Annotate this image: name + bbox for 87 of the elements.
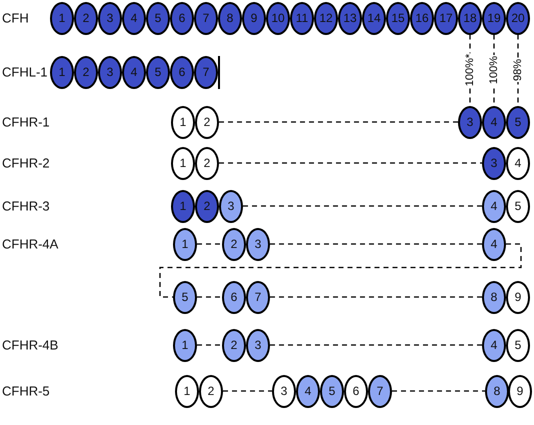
domain-ellipse: 3 [458, 106, 482, 138]
edge-label: 100%* [464, 52, 476, 88]
domain-ellipse: 4 [482, 190, 506, 222]
domain-ellipse: 9 [506, 280, 530, 314]
domain-ellipse: 3 [246, 228, 270, 260]
domain-ellipse: 5 [506, 106, 530, 138]
domain-ellipse: 9 [242, 2, 266, 34]
dashed-connector [159, 243, 522, 298]
domain-ellipse: 1 [173, 228, 197, 260]
domain-ellipse: 5 [506, 190, 530, 222]
dashed-connector [270, 296, 482, 298]
domain-ellipse: 7 [246, 280, 270, 314]
domain-ellipse: 20 [506, 2, 530, 34]
domain-ellipse: 18 [458, 2, 482, 34]
domain-ellipse: 1 [171, 106, 195, 138]
protein-name: CFHR-2 [2, 156, 50, 170]
domain-ellipse: 3 [219, 190, 243, 222]
domain-ellipse: 2 [199, 374, 223, 408]
dashed-connector [197, 344, 222, 346]
dashed-connector [197, 296, 222, 298]
domain-ellipse: 8 [485, 374, 509, 408]
domain-ellipse: 11 [290, 2, 314, 34]
domain-ellipse: 5 [173, 280, 197, 314]
protein-name: CFHR-3 [2, 198, 50, 214]
domain-ellipse: 4 [482, 106, 506, 138]
protein-name: CFHR-4B [2, 338, 58, 352]
domain-ellipse: 2 [74, 2, 98, 34]
domain-ellipse: 2 [195, 190, 219, 222]
domain-ellipse: 4 [296, 374, 320, 408]
domain-ellipse: 7 [194, 2, 218, 34]
domain-ellipse: 12 [314, 2, 338, 34]
domain-ellipse: 1 [175, 374, 199, 408]
domain-ellipse: 3 [482, 146, 506, 180]
domain-ellipse: 5 [506, 328, 530, 362]
domain-ellipse: 8 [218, 2, 242, 34]
dashed-connector [223, 390, 272, 392]
domain-ellipse: 3 [98, 2, 122, 34]
domain-ellipse: 1 [50, 2, 74, 34]
domain-ellipse: 5 [146, 56, 170, 88]
domain-ellipse: 15 [386, 2, 410, 34]
domain-ellipse: 16 [410, 2, 434, 34]
protein-name: CFHR-1 [2, 114, 50, 130]
domain-ellipse: 5 [146, 2, 170, 34]
domain-ellipse: 13 [338, 2, 362, 34]
domain-ellipse: 3 [272, 374, 296, 408]
domain-ellipse: 6 [170, 56, 194, 88]
domain-ellipse: 2 [195, 146, 219, 180]
domain-ellipse: 2 [222, 228, 246, 260]
edge-label: 100% [488, 54, 500, 86]
domain-ellipse: 1 [50, 56, 74, 88]
domain-ellipse: 4 [482, 328, 506, 362]
domain-ellipse: 1 [171, 146, 195, 180]
protein-name: CFH [2, 10, 29, 26]
domain-ellipse: 2 [195, 106, 219, 138]
domain-ellipse: 9 [508, 374, 532, 408]
dashed-connector [243, 205, 482, 207]
domain-ellipse: 2 [222, 328, 246, 362]
domain-ellipse: 10 [266, 2, 290, 34]
domain-ellipse: 4 [506, 146, 530, 180]
domain-ellipse: 5 [320, 374, 344, 408]
domain-ellipse: 7 [194, 56, 218, 88]
domain-ellipse: 3 [246, 328, 270, 362]
domain-ellipse: 3 [98, 56, 122, 88]
domain-ellipse: 8 [482, 280, 506, 314]
domain-ellipse: 1 [171, 190, 195, 222]
domain-ellipse: 6 [170, 2, 194, 34]
domain-ellipse: 17 [434, 2, 458, 34]
protein-name: CFHL-1 [2, 64, 48, 80]
domain-ellipse: 19 [482, 2, 506, 34]
protein-name: CFHR-5 [2, 384, 50, 398]
domain-ellipse: 4 [482, 228, 506, 260]
domain-ellipse: 4 [122, 56, 146, 88]
dashed-connector [270, 344, 482, 346]
dashed-connector [197, 243, 222, 245]
domain-ellipse: 6 [222, 280, 246, 314]
domain-ellipse: 1 [173, 328, 197, 362]
domain-ellipse: 6 [344, 374, 368, 408]
domain-ellipse: 4 [122, 2, 146, 34]
edge-label: 98% [512, 58, 524, 82]
domain-ellipse: 2 [74, 56, 98, 88]
dashed-connector [219, 121, 458, 123]
dashed-connector [219, 162, 482, 164]
domain-ellipse: 14 [362, 2, 386, 34]
dashed-connector [270, 243, 482, 245]
dashed-connector [392, 390, 485, 392]
domain-ellipse: 7 [368, 374, 392, 408]
protein-name: CFHR-4A [2, 236, 58, 252]
